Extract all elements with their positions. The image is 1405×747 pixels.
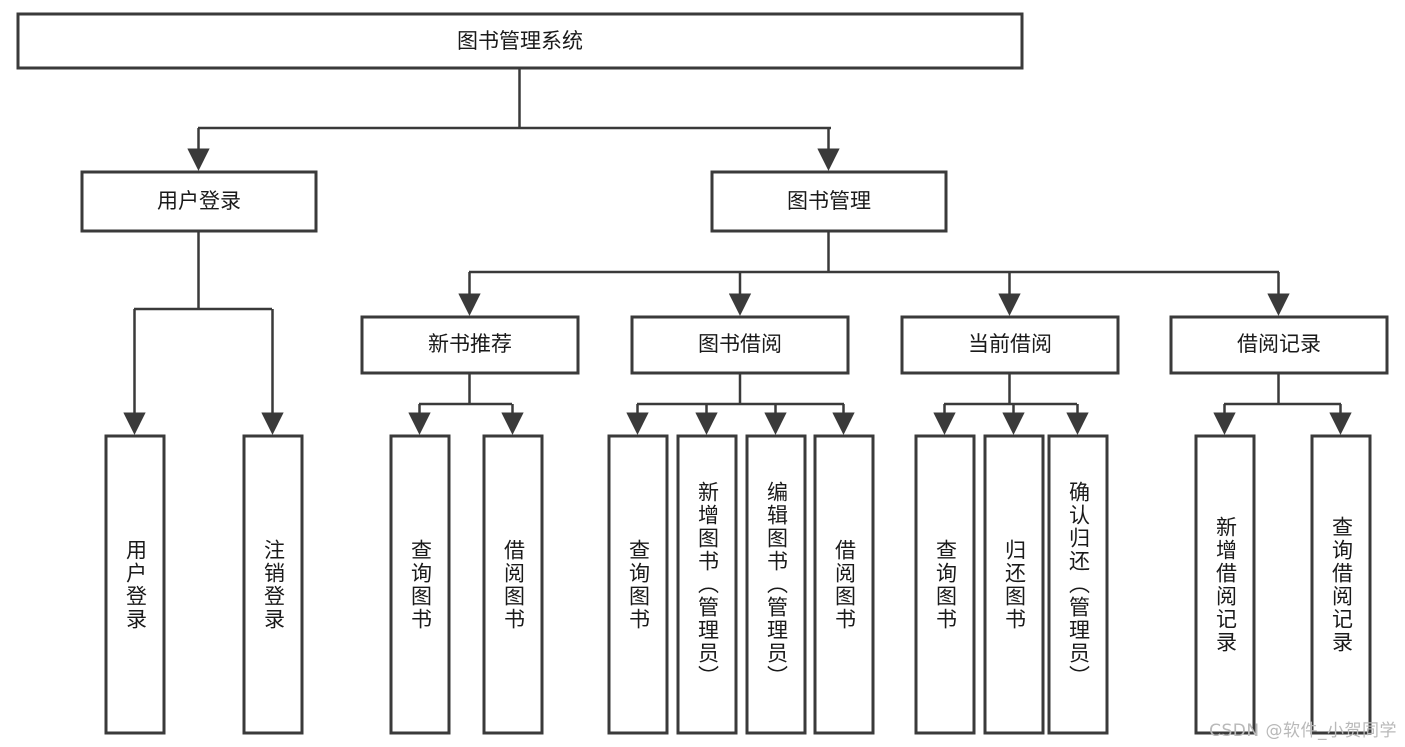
node-book-management-label: 图书管理 xyxy=(787,189,871,213)
node-user-login[interactable]: 用户登录 xyxy=(80,170,318,233)
leaf-box-layer xyxy=(104,434,1372,735)
node-root-book-management-system[interactable]: 图书管理系统 xyxy=(16,12,1024,70)
node-current-borrowing[interactable]: 当前借阅 xyxy=(900,315,1120,375)
node-root-box[interactable] xyxy=(16,12,1024,70)
leaf-box-add-borrow-record[interactable] xyxy=(1194,434,1256,735)
node-new-book-recommendation-box[interactable] xyxy=(360,315,580,375)
node-book-management-box[interactable] xyxy=(710,170,948,233)
leaf-box-query-book-nbr[interactable] xyxy=(389,434,451,735)
node-new-book-recommendation[interactable]: 新书推荐 xyxy=(360,315,580,375)
node-user-login-box[interactable] xyxy=(80,170,318,233)
node-borrowing-record[interactable]: 借阅记录 xyxy=(1169,315,1389,375)
leaf-box-query-book-bb[interactable] xyxy=(607,434,669,735)
leaf-box-logout[interactable] xyxy=(242,434,304,735)
node-current-borrowing-label: 当前借阅 xyxy=(968,332,1052,356)
leaf-box-confirm-return-admin[interactable] xyxy=(1047,434,1109,735)
node-current-borrowing-box[interactable] xyxy=(900,315,1120,375)
leaf-box-borrow-book-bb[interactable] xyxy=(813,434,875,735)
leaf-box-query-borrow-record[interactable] xyxy=(1310,434,1372,735)
leaf-box-user-login[interactable] xyxy=(104,434,166,735)
leaf-box-return-book[interactable] xyxy=(983,434,1045,735)
node-book-borrowing[interactable]: 图书借阅 xyxy=(630,315,850,375)
node-book-borrowing-label: 图书借阅 xyxy=(698,332,782,356)
node-book-borrowing-box[interactable] xyxy=(630,315,850,375)
node-borrowing-record-box[interactable] xyxy=(1169,315,1389,375)
node-book-management[interactable]: 图书管理 xyxy=(710,170,948,233)
node-root-label: 图书管理系统 xyxy=(457,29,583,53)
node-borrowing-record-label: 借阅记录 xyxy=(1237,332,1321,356)
connector-layer xyxy=(123,68,1352,435)
node-user-login-label: 用户登录 xyxy=(157,189,241,213)
leaf-box-add-book-admin[interactable] xyxy=(676,434,738,735)
leaf-box-edit-book-admin[interactable] xyxy=(745,434,807,735)
leaf-box-borrow-book-nbr[interactable] xyxy=(482,434,544,735)
csdn-watermark: CSDN @软件_小贺同学 xyxy=(1209,721,1397,741)
leaf-box-query-book-cb[interactable] xyxy=(914,434,976,735)
node-new-book-recommendation-label: 新书推荐 xyxy=(428,332,512,356)
